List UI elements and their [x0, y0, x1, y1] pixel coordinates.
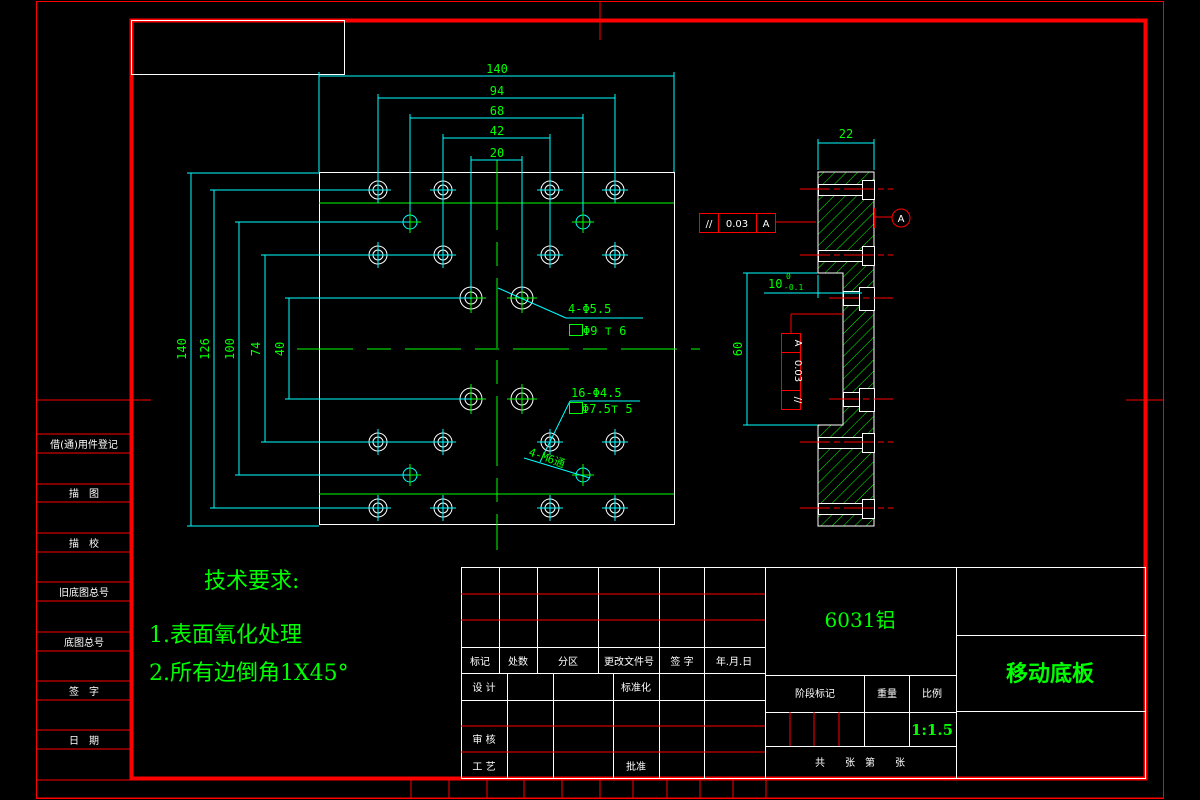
bottom-zone-strip	[36, 780, 1164, 799]
rev-header: 签 字	[670, 655, 693, 668]
rev-header: 处数	[508, 655, 528, 668]
hole	[537, 495, 563, 521]
dim-thickness-22: 22	[839, 127, 853, 141]
hole	[602, 242, 628, 268]
left-strip-label: 日 期	[69, 735, 99, 747]
role-review: 审 核	[472, 733, 495, 746]
dim-tol-lower: -0.1	[784, 283, 803, 292]
gdt-symbol-parallel: //	[706, 219, 713, 230]
rev-header: 分区	[558, 656, 578, 668]
rev-header: 更改文件号	[604, 655, 654, 668]
material-label: 6031铝	[825, 608, 896, 632]
gdt-tolerance: 0.03	[726, 219, 748, 230]
top-view: 140 94 68 42 20 140 126 100 74 40	[175, 62, 700, 550]
dim-height-74: 74	[249, 342, 263, 356]
left-strip-label: 借(通)用件登记	[50, 438, 118, 451]
left-strip-label: 底图总号	[64, 636, 104, 649]
left-strip-label: 描 图	[69, 487, 99, 500]
role-design: 设 计	[472, 681, 495, 694]
dim-height-140: 140	[175, 338, 189, 360]
role-process: 工 艺	[472, 761, 495, 773]
side-view: 22 10 0 -0.1 60 // 0.03 A A A 0.03 //	[699, 127, 911, 527]
callout-counterbore-9: Φ9 ⊤ 6	[583, 324, 626, 338]
drawing-title: 移动底板	[1006, 661, 1095, 687]
tech-requirements: 技术要求: 1.表面氧化处理 2.所有边倒角1X45°	[149, 569, 349, 686]
dim-width-140: 140	[486, 62, 508, 76]
tech-req-item: 2.所有边倒角1X45°	[149, 661, 349, 686]
tech-req-heading: 技术要求:	[204, 569, 299, 594]
hole	[572, 211, 594, 233]
dim-width-20: 20	[490, 146, 504, 160]
title-block: 标记 处数 分区 更改文件号 签 字 年.月.日 设 计 标准化 审 核 工 艺…	[461, 567, 1146, 779]
dim-pocket-depth-10: 10	[768, 277, 782, 291]
rev-header: 年.月.日	[716, 655, 752, 668]
hole	[430, 495, 456, 521]
left-strip	[36, 433, 131, 781]
stage-mark-label: 阶段标记	[795, 687, 835, 700]
sheet-count: 共 张 第 张	[815, 756, 905, 769]
callout-counterbore-7-5: Φ7.5⊤ 5	[582, 402, 633, 416]
gdt-symbol-parallel: //	[792, 397, 803, 404]
rev-header: 标记	[470, 656, 490, 668]
left-strip-label: 描 校	[69, 537, 99, 550]
left-strip-label: 旧底图总号	[59, 586, 109, 599]
dim-pocket-height-60: 60	[731, 342, 745, 356]
hole	[602, 495, 628, 521]
dim-height-126: 126	[198, 338, 212, 360]
counterbore-symbol	[569, 402, 583, 414]
role-standardize: 标准化	[621, 681, 651, 694]
gdt-datum: A	[792, 340, 803, 347]
hole	[507, 384, 537, 414]
hole	[537, 429, 563, 455]
weight-label: 重量	[877, 687, 897, 700]
gdt-tolerance: 0.03	[792, 360, 803, 382]
scale-value: 1:1.5	[911, 721, 953, 739]
hole	[602, 429, 628, 455]
callout-4-hole-5-5: 4-Φ5.5	[568, 302, 611, 316]
role-approve: 批准	[626, 760, 646, 773]
hole	[537, 242, 563, 268]
dim-width-42: 42	[490, 124, 504, 138]
dim-tol-upper: 0	[786, 272, 791, 281]
left-strip-label: 签 字	[69, 685, 99, 698]
dim-height-100: 100	[223, 338, 237, 360]
tech-req-item: 1.表面氧化处理	[149, 623, 302, 648]
dim-height-40: 40	[273, 342, 287, 356]
hole	[602, 177, 628, 203]
callout-16-hole-4-5: 16-Φ4.5	[571, 386, 622, 400]
datum-label-a: A	[898, 214, 905, 225]
callout-thread-m6: 4-M6通	[527, 446, 567, 471]
section-profile	[817, 171, 875, 527]
dim-width-68: 68	[490, 104, 504, 118]
gdt-datum: A	[763, 219, 770, 230]
counterbore-symbol	[569, 324, 583, 336]
hole	[572, 464, 594, 486]
dim-width-94: 94	[490, 84, 504, 98]
scale-label: 比例	[922, 687, 942, 700]
